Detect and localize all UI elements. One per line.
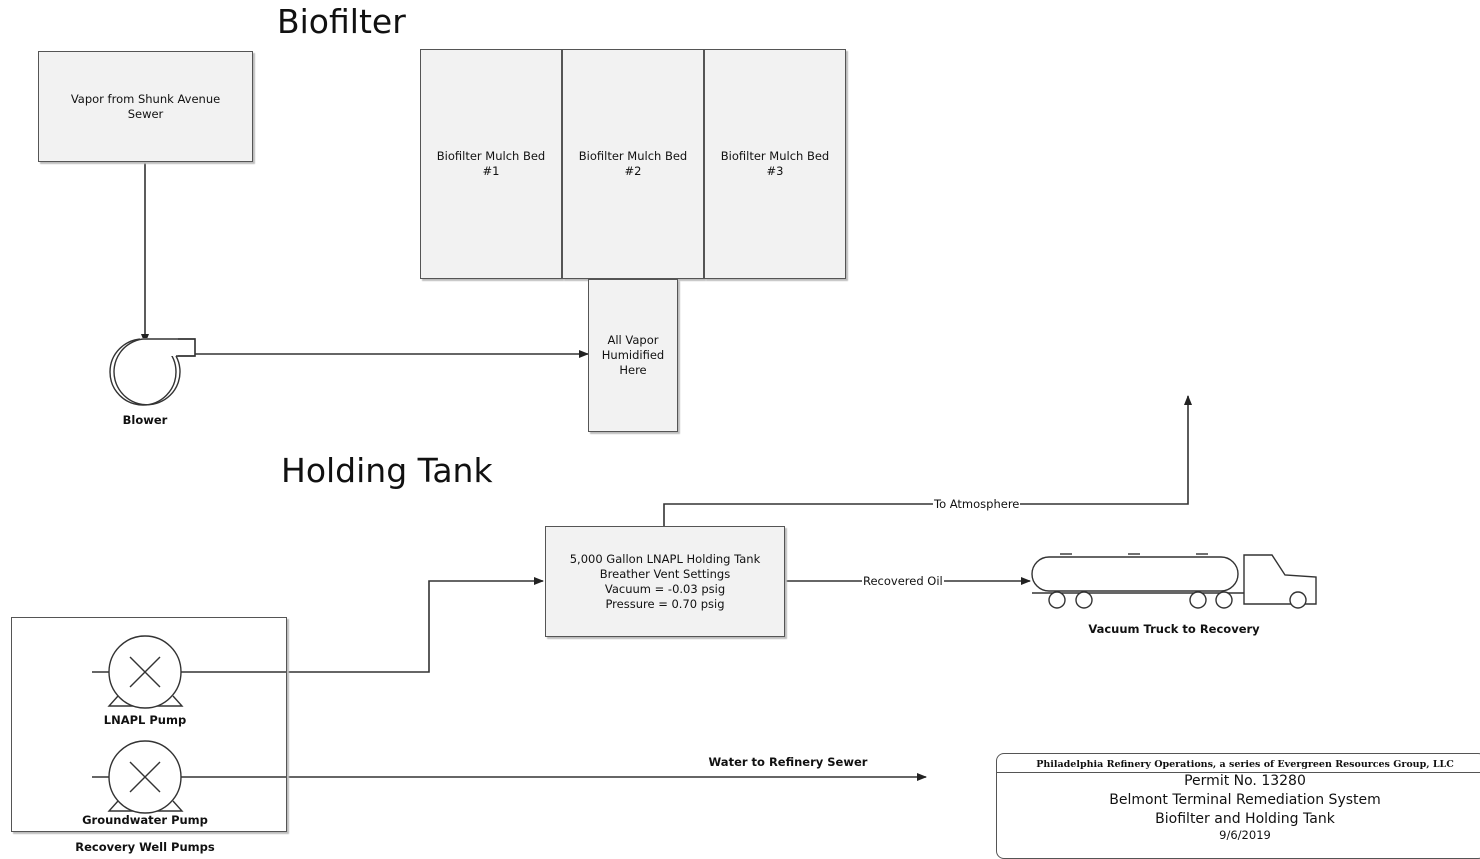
mulch-bed-3-label: Biofilter Mulch Bed #3	[720, 149, 830, 178]
holding-tank-box: 5,000 Gallon LNAPL Holding Tank Breather…	[545, 526, 785, 637]
mulch-bed-1-label: Biofilter Mulch Bed #1	[436, 149, 546, 178]
title-block-company: Philadelphia Refinery Operations, a seri…	[1036, 759, 1454, 770]
vapor-source-label: Vapor from Shunk Avenue Sewer	[70, 92, 221, 121]
recovery-well-pumps-label: Recovery Well Pumps	[75, 840, 215, 854]
to-atmosphere-label: To Atmosphere	[933, 497, 1021, 511]
title-block-subject: Biofilter and Holding Tank	[1155, 811, 1335, 827]
recovery-well-pumps-group	[11, 617, 287, 832]
groundwater-pump-label: Groundwater Pump	[82, 813, 208, 827]
title-block-divider	[997, 772, 1480, 773]
groundwater-pump-icon	[92, 740, 198, 814]
recovered-oil-label: Recovered Oil	[862, 574, 944, 588]
mulch-bed-2-label: Biofilter Mulch Bed #2	[578, 149, 688, 178]
holding-tank-heading: Holding Tank	[281, 451, 493, 490]
lnapl-pump-icon	[92, 635, 198, 709]
biofilter-heading: Biofilter	[277, 2, 406, 41]
title-block-permit: Permit No. 13280	[1184, 773, 1306, 789]
mulch-bed-2: Biofilter Mulch Bed #2	[562, 49, 704, 279]
lnapl-to-tank-line	[198, 577, 544, 673]
humidifier-label: All Vapor Humidified Here	[601, 333, 665, 377]
title-block: Philadelphia Refinery Operations, a seri…	[996, 753, 1480, 859]
water-to-sewer-label: Water to Refinery Sewer	[708, 755, 868, 769]
vent-to-atmosphere-line	[663, 395, 1192, 526]
mulch-bed-3: Biofilter Mulch Bed #3	[704, 49, 846, 279]
vacuum-truck-icon	[1031, 553, 1317, 609]
blower-label: Blower	[122, 413, 168, 427]
mulch-bed-1: Biofilter Mulch Bed #1	[420, 49, 562, 279]
vacuum-truck-label: Vacuum Truck to Recovery	[1088, 622, 1260, 636]
humidifier-box: All Vapor Humidified Here	[588, 279, 678, 432]
title-block-date: 9/6/2019	[1219, 828, 1271, 842]
vapor-source-box: Vapor from Shunk Avenue Sewer	[38, 51, 253, 162]
title-block-system: Belmont Terminal Remediation System	[1109, 792, 1381, 808]
holding-tank-label: 5,000 Gallon LNAPL Holding Tank Breather…	[569, 552, 761, 611]
lnapl-pump-label: LNAPL Pump	[103, 713, 187, 727]
